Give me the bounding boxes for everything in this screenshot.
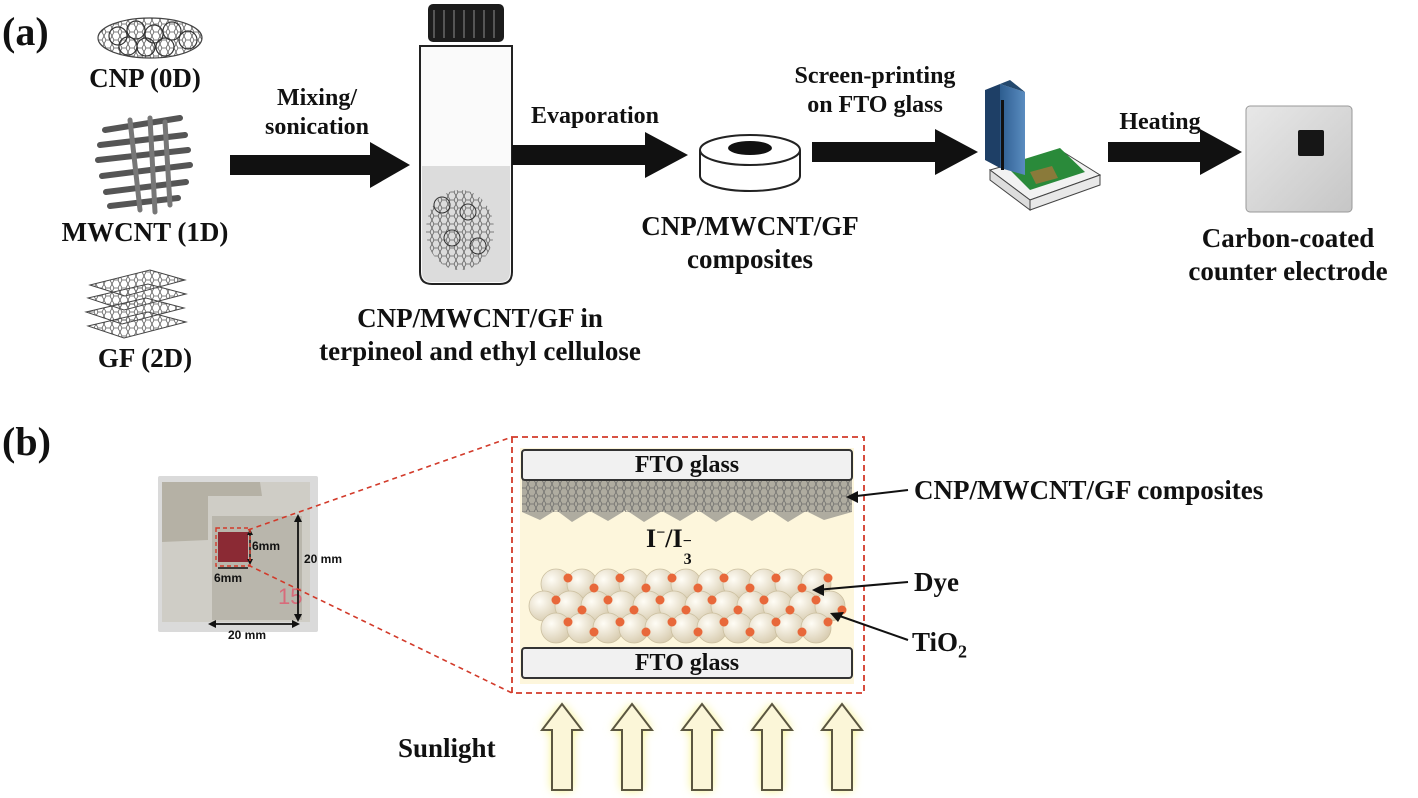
dye-molecule [837, 605, 847, 615]
sunlight-arrow [679, 702, 725, 791]
outer-width-label: 20 mm [228, 628, 267, 642]
heating-label: Heating [1119, 109, 1201, 135]
dye-molecule [577, 605, 587, 615]
sunlight-arrow [609, 702, 655, 791]
device-photo: 15 [158, 476, 318, 632]
evaporation-label: Evaporation [530, 103, 659, 129]
dye-molecule [745, 583, 755, 593]
tio2-dye-layer [528, 568, 847, 644]
dye-molecule [771, 617, 781, 627]
dye-molecule [693, 627, 703, 637]
tio2-particle [540, 612, 572, 644]
dye-callout-label: Dye [914, 567, 959, 597]
dye-molecule [785, 605, 795, 615]
composite-callout-label: CNP/MWCNT/GF composites [914, 475, 1264, 505]
dye-molecule [733, 605, 743, 615]
vial-icon [419, 4, 513, 285]
sunlight-label: Sunlight [398, 733, 496, 763]
inner-width-label: 6mm [214, 571, 243, 585]
zoom-line-bottom [247, 564, 513, 694]
callout-arrows [812, 489, 909, 641]
dye-molecule [681, 605, 691, 615]
dye-molecule [667, 573, 677, 583]
carbon-composite-layer [522, 476, 852, 522]
dye-molecule [641, 583, 651, 593]
gf-label: GF (2D) [97, 343, 193, 373]
dye-molecule [797, 583, 807, 593]
dye-molecule [719, 573, 729, 583]
panel-a-label: (a) [2, 9, 49, 54]
inner-height-label: 6mm [252, 539, 281, 553]
dye-molecule [771, 573, 781, 583]
composite-caption: CNP/MWCNT/GF composites [641, 211, 859, 274]
electrode-photo [1245, 105, 1353, 213]
fto-glass-bottom [521, 647, 853, 679]
mwcnt-bundle-icon [95, 115, 193, 215]
tio2-callout-label: TiO2 [912, 627, 968, 662]
mixing-label: Mixing/ sonication [264, 85, 369, 140]
dye-molecule [719, 617, 729, 627]
arrow-screen-printing [812, 129, 978, 175]
dye-molecule [759, 595, 769, 605]
screen-printing-label: Screen-printing on FTO glass [794, 63, 956, 118]
dye-molecule [823, 573, 833, 583]
tio2-particle [644, 612, 676, 644]
dye-molecule [693, 583, 703, 593]
screen-printer-icon [985, 80, 1102, 211]
dye-molecule [615, 617, 625, 627]
dye-molecule [615, 573, 625, 583]
arrow-heating [1108, 129, 1242, 175]
dye-molecule [823, 617, 833, 627]
dye-molecule [603, 595, 613, 605]
tio2-particle [748, 612, 780, 644]
tio2-particle [592, 612, 624, 644]
cnp-label: CNP (0D) [89, 63, 201, 93]
tio2-particle [696, 612, 728, 644]
dye-molecule [811, 595, 821, 605]
dye-molecule [563, 573, 573, 583]
tio2-particle [800, 612, 832, 644]
vial-caption: CNP/MWCNT/GF in terpineol and ethyl cell… [319, 303, 641, 366]
fto-glass-bottom-label: FTO glass [634, 650, 740, 676]
dye-molecule [629, 605, 639, 615]
dye-molecule [589, 627, 599, 637]
dye-molecule [707, 595, 717, 605]
sunlight-arrow [749, 702, 795, 791]
mwcnt-label: MWCNT (1D) [61, 217, 229, 247]
dye-molecule [641, 627, 651, 637]
cnp-cluster-icon [97, 17, 203, 59]
zoom-line-top [247, 436, 513, 531]
gf-sheets-icon [84, 269, 188, 339]
arrow-evaporation [512, 132, 688, 178]
electrolyte-label: I−/I−3 [646, 524, 692, 568]
fto-glass-top [521, 449, 853, 481]
dye-molecule [563, 617, 573, 627]
composite-dish-icon [699, 134, 801, 192]
dye-molecule [745, 627, 755, 637]
sunlight-arrow [819, 702, 865, 791]
electrode-caption: Carbon-coated counter electrode [1188, 223, 1388, 286]
sunlight-arrows [539, 702, 865, 791]
panel-b-label: (b) [2, 419, 51, 464]
dye-molecule [551, 595, 561, 605]
dye-molecule [667, 617, 677, 627]
arrow-mixing [230, 142, 410, 188]
dye-molecule [655, 595, 665, 605]
fto-glass-top-label: FTO glass [634, 452, 740, 478]
outer-height-label: 20 mm [304, 552, 343, 566]
dye-molecule [589, 583, 599, 593]
sunlight-arrow [539, 702, 585, 791]
dye-molecule [797, 627, 807, 637]
